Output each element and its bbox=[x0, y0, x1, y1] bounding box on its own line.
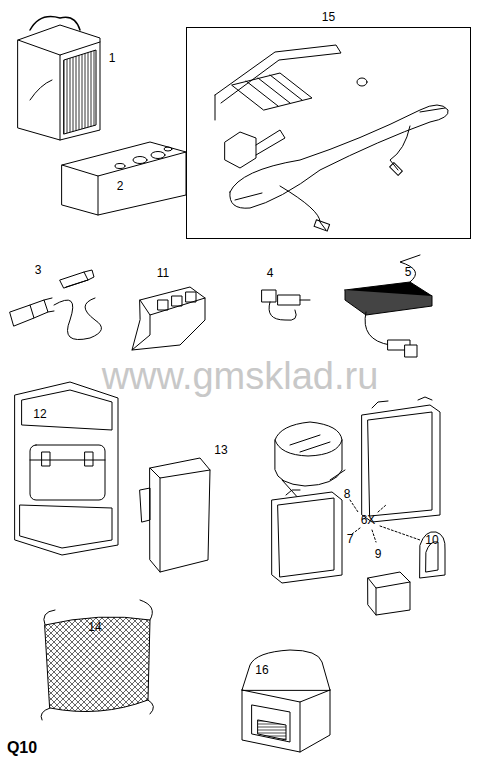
callout-number: 10 bbox=[425, 534, 438, 546]
board-7 bbox=[272, 490, 342, 583]
battery-charger bbox=[345, 255, 432, 357]
callout-number: 4 bbox=[267, 267, 274, 279]
table-tray bbox=[275, 422, 345, 500]
callout-number: 9 bbox=[375, 548, 382, 560]
callout-number: 8 bbox=[344, 488, 351, 500]
callout-number: 2 bbox=[117, 180, 124, 192]
figure-code: Q10 bbox=[7, 740, 37, 756]
block-9 bbox=[368, 572, 410, 615]
head-pad bbox=[420, 532, 445, 578]
callout-number: 3 bbox=[35, 264, 42, 276]
callout-number: 14 bbox=[88, 621, 101, 633]
leader-lines bbox=[350, 500, 420, 542]
cup-holder bbox=[132, 287, 205, 350]
callout-number: 5 bbox=[405, 266, 412, 278]
callout-number: 12 bbox=[33, 408, 46, 420]
canister-bag bbox=[18, 17, 100, 141]
callout-number: 16 bbox=[255, 664, 268, 676]
callout-number: 7 bbox=[347, 533, 354, 545]
seat-organizer bbox=[15, 382, 118, 555]
seat-board bbox=[362, 397, 440, 522]
door-bag bbox=[140, 458, 210, 572]
callout-number: 15 bbox=[322, 11, 335, 23]
callout-number: 13 bbox=[214, 444, 227, 456]
callout-number: 6X bbox=[361, 514, 376, 526]
callout-number: 1 bbox=[109, 52, 116, 64]
cool-box bbox=[242, 650, 330, 752]
cigarette-plug bbox=[10, 270, 101, 340]
small-adapter bbox=[262, 290, 310, 320]
hanger-kit bbox=[215, 45, 448, 231]
watermark: www.gmsklad.ru bbox=[102, 357, 379, 395]
cargo-net bbox=[41, 600, 154, 720]
console-box bbox=[62, 142, 186, 215]
kit-frame: 15 bbox=[186, 27, 471, 239]
callout-number: 11 bbox=[157, 267, 169, 279]
